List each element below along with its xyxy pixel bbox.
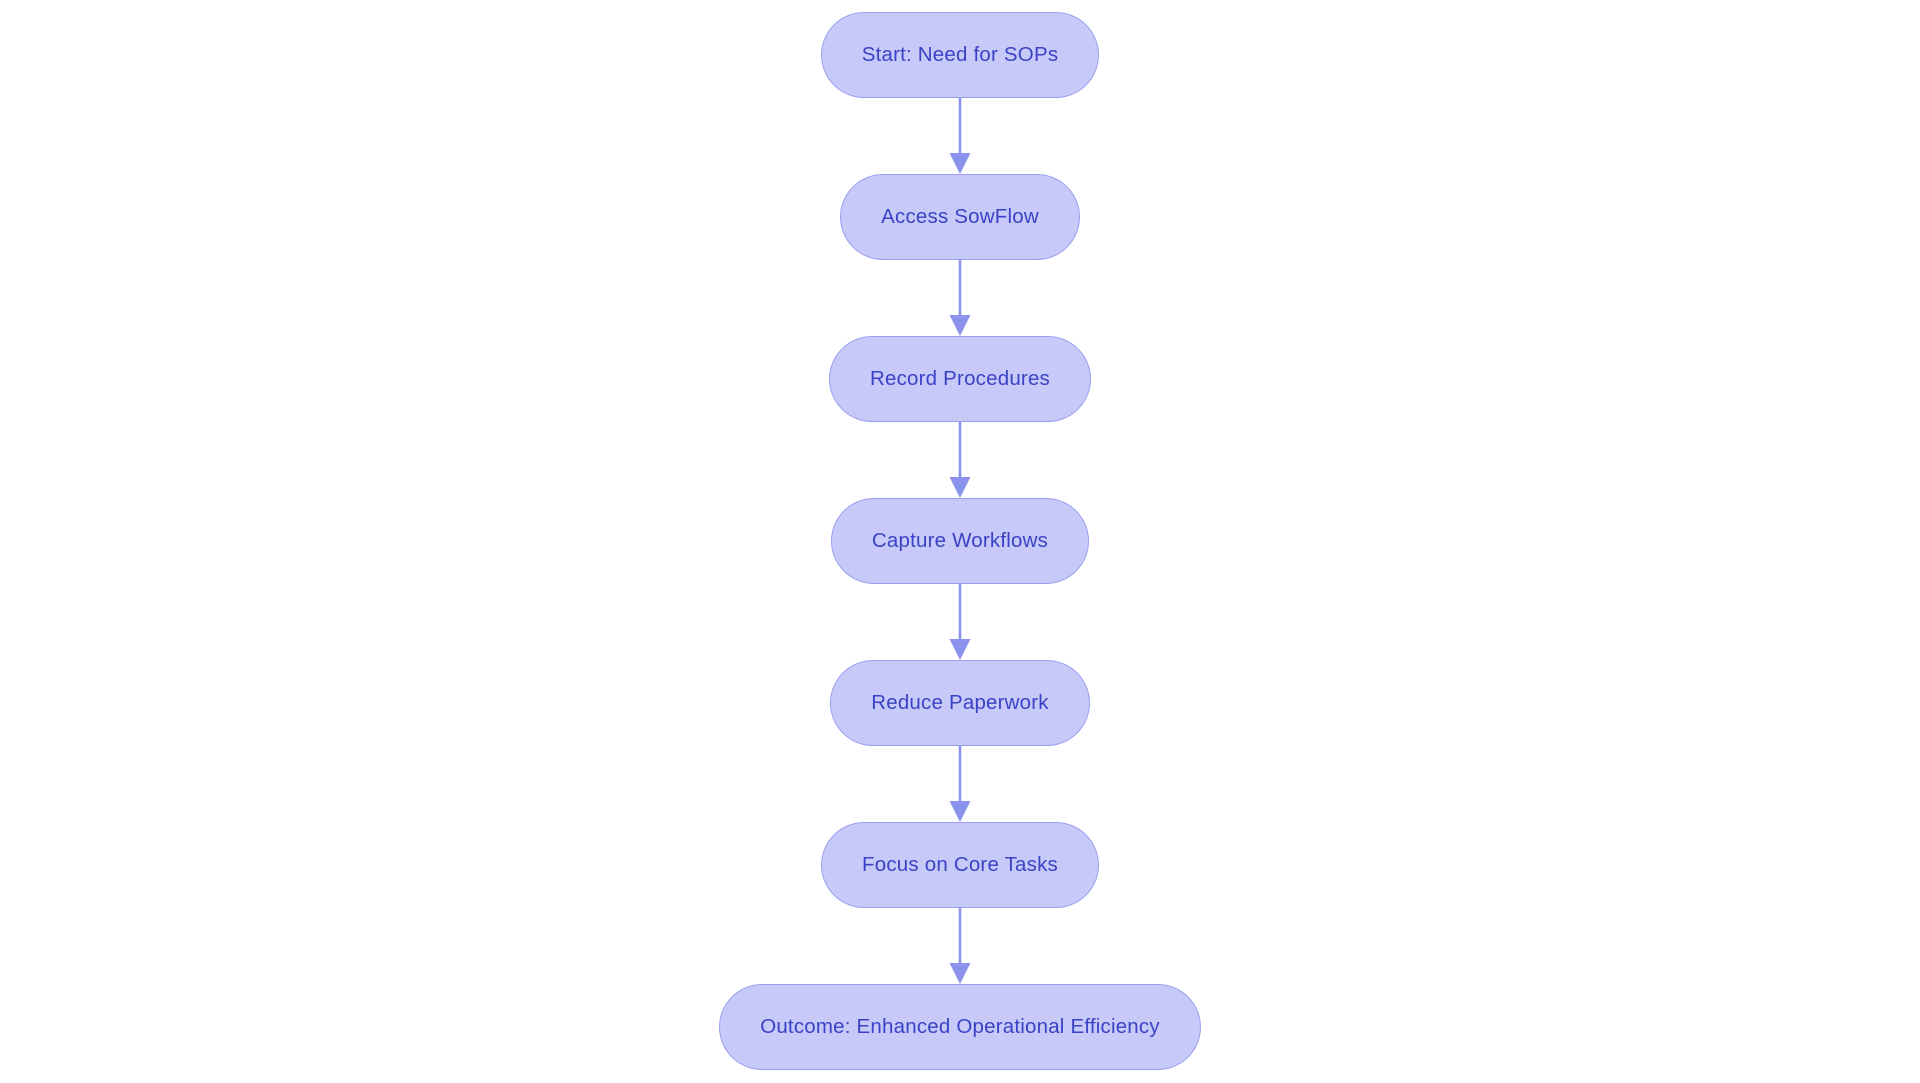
flow-node-access-sowflow: Access SowFlow [840, 174, 1080, 260]
flow-node-label: Start: Need for SOPs [861, 43, 1059, 66]
flow-node-label: Capture Workflows [871, 529, 1049, 552]
flow-node-start: Start: Need for SOPs [820, 12, 1100, 98]
down-arrow-icon [948, 908, 972, 984]
down-arrow-icon [948, 260, 972, 336]
flow-node-outcome: Outcome: Enhanced Operational Efficiency [719, 984, 1201, 1070]
flow-node-label: Reduce Paperwork [871, 691, 1049, 714]
flow-node-label: Outcome: Enhanced Operational Efficiency [760, 1015, 1160, 1038]
flow-node-record-procedures: Record Procedures [828, 336, 1091, 422]
flow-node-reduce-paperwork: Reduce Paperwork [830, 660, 1090, 746]
down-arrow-icon [948, 98, 972, 174]
flow-node-label: Focus on Core Tasks [862, 853, 1058, 876]
down-arrow-icon [948, 746, 972, 822]
down-arrow-icon [948, 584, 972, 660]
flow-node-label: Record Procedures [869, 367, 1050, 390]
flow-node-focus-core-tasks: Focus on Core Tasks [821, 822, 1099, 908]
flow-node-capture-workflows: Capture Workflows [830, 498, 1090, 584]
flow-node-label: Access SowFlow [881, 205, 1039, 228]
down-arrow-icon [948, 422, 972, 498]
